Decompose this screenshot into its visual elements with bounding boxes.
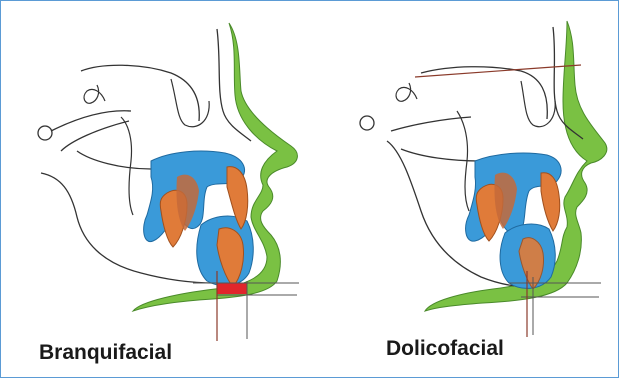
skull-outline-left <box>51 29 251 141</box>
skull-outline-right <box>421 27 583 139</box>
ear-ring-right <box>360 116 374 130</box>
nasal-outline-left <box>84 85 105 103</box>
caption-branquifacial: Branquifacial <box>39 341 172 365</box>
condyle-outline-left <box>121 117 133 215</box>
ear-ring-left <box>38 126 52 140</box>
profile-dolicofacial <box>360 21 607 337</box>
chin-marker-left <box>217 283 247 294</box>
orbit-outline-right <box>521 81 555 127</box>
ref-line-frankfort-right <box>415 65 581 77</box>
caption-dolicofacial: Dolicofacial <box>386 337 504 361</box>
profile-branquifacial <box>38 23 299 341</box>
nasal-outline-right <box>396 83 417 101</box>
